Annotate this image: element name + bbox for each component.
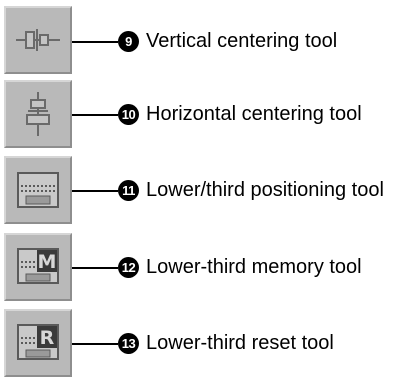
- icon-letter: R: [40, 327, 55, 349]
- vertical-centering-icon: [16, 29, 60, 51]
- leader-line: [72, 41, 118, 43]
- vertical-centering-button[interactable]: [4, 6, 72, 74]
- leader-line: [72, 190, 118, 192]
- horizontal-centering-button[interactable]: [4, 80, 72, 148]
- leader-line: [72, 114, 118, 116]
- tool-label: Vertical centering tool: [146, 30, 338, 52]
- lower-third-positioning-icon: [17, 172, 59, 208]
- callout-number: 11: [118, 180, 139, 201]
- leader-line: [72, 343, 118, 345]
- horizontal-centering-icon: [26, 92, 50, 136]
- tool-label: Horizontal centering tool: [146, 103, 362, 125]
- tool-label: Lower/third positioning tool: [146, 179, 384, 201]
- tool-label: Lower-third memory tool: [146, 256, 362, 278]
- callout-number: 12: [118, 257, 139, 278]
- tool-label: Lower-third reset tool: [146, 332, 334, 354]
- callout-number: 10: [118, 104, 139, 125]
- lower-third-positioning-button[interactable]: [4, 156, 72, 224]
- icon-letter: M: [38, 251, 57, 273]
- lower-third-memory-icon: M: [17, 248, 59, 284]
- lower-third-memory-button[interactable]: M: [4, 233, 72, 301]
- callout-number: 9: [118, 31, 139, 52]
- lower-third-reset-button[interactable]: R: [4, 309, 72, 377]
- leader-line: [72, 267, 118, 269]
- callout-number: 13: [118, 333, 139, 354]
- lower-third-reset-icon: R: [17, 324, 59, 360]
